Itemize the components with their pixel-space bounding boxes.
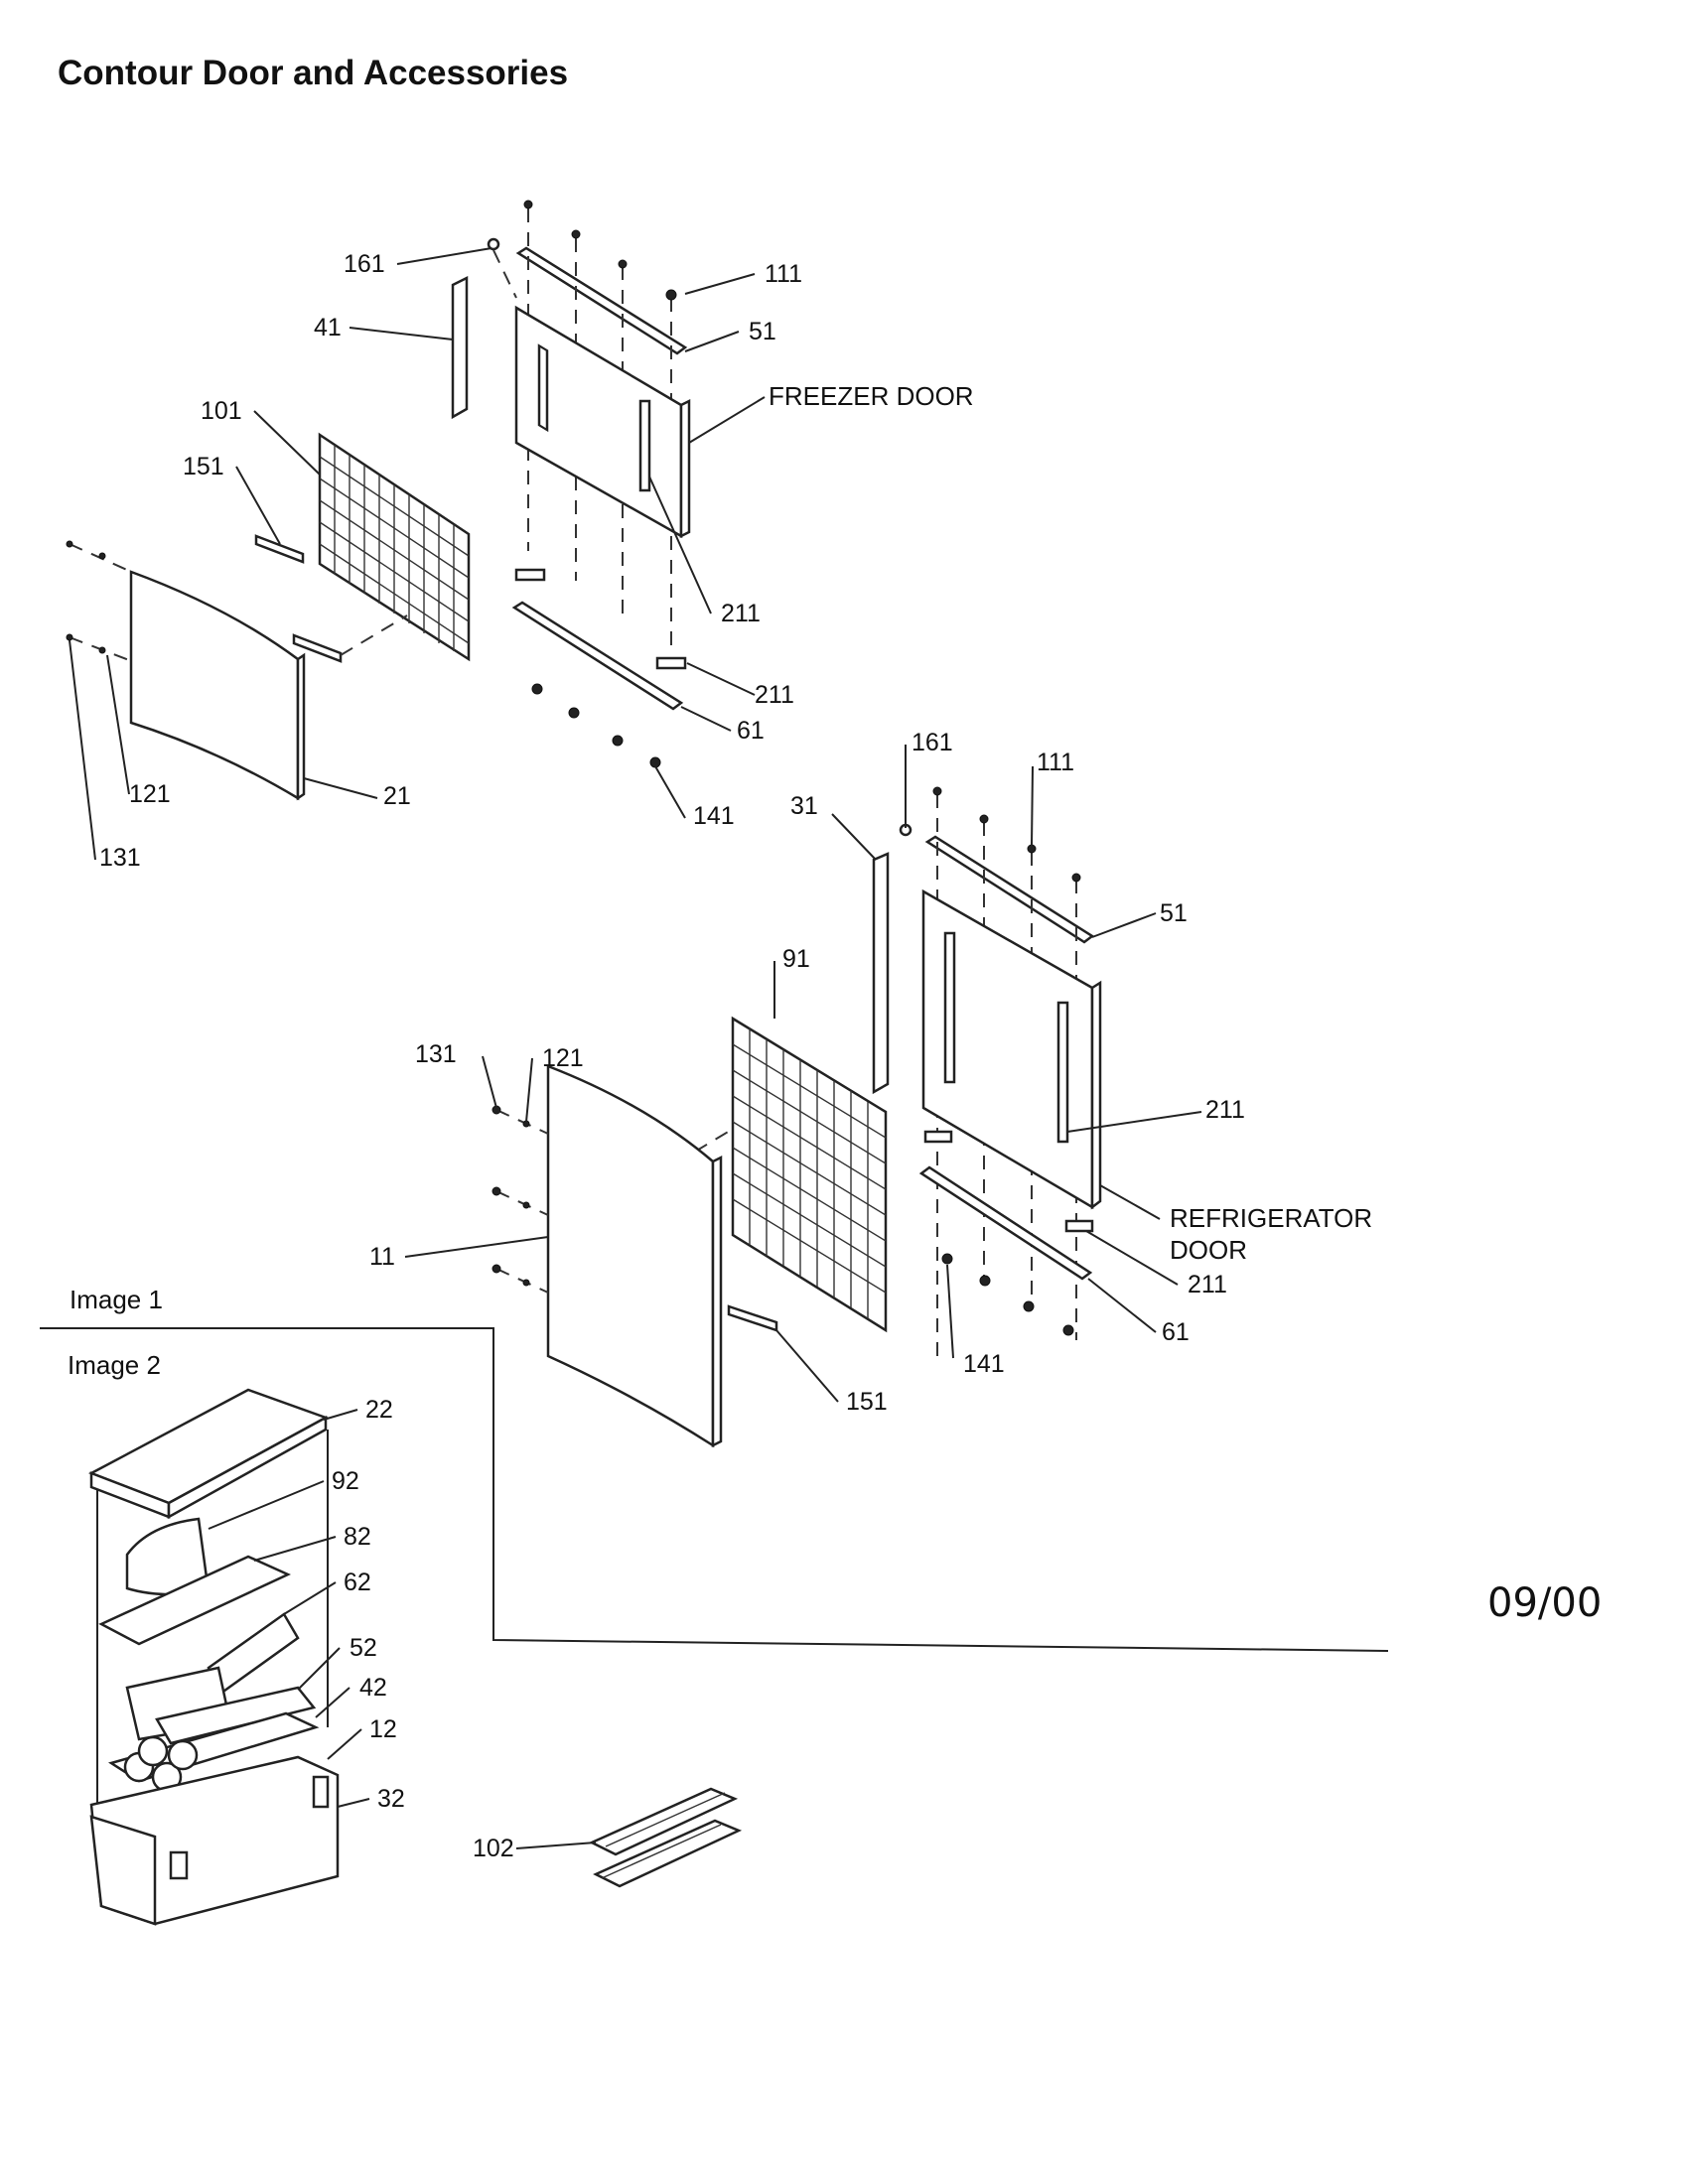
callout-211: 211 [755, 681, 794, 709]
date-code: 09/00 [1487, 1580, 1603, 1626]
callout-102: 102 [473, 1835, 514, 1862]
callout-151: 151 [183, 453, 224, 480]
callout-92: 92 [332, 1467, 359, 1495]
bin-divider [155, 1686, 317, 1745]
freezer-door-assembly [66, 200, 691, 861]
refrigerator-shelf-grid [731, 1016, 888, 1333]
callout-32: 32 [377, 1785, 405, 1813]
refrigerator-door-label-line1: REFRIGERATOR [1170, 1203, 1372, 1233]
ice-trays-102 [589, 1787, 743, 1888]
callout-101: 101 [201, 397, 242, 425]
refrigerator-bottom-cap [918, 1165, 1093, 1281]
callout-61: 61 [1162, 1318, 1190, 1346]
ice-tray [98, 1555, 292, 1646]
callout-62: 62 [344, 1569, 371, 1596]
callout-91: 91 [782, 945, 810, 973]
callout-51: 51 [1160, 899, 1188, 927]
freezer-bottom-cap [511, 601, 684, 711]
callout-121: 121 [542, 1044, 584, 1072]
callout-151: 151 [846, 1388, 888, 1416]
freezer-handle-trim [451, 275, 469, 420]
refrigerator-door-label-line2: DOOR [1170, 1235, 1247, 1265]
callout-31: 31 [790, 792, 818, 820]
callout-211: 211 [1205, 1096, 1245, 1124]
callout-51: 51 [749, 318, 776, 345]
refrigerator-handle-trim [872, 852, 890, 1095]
image1-label: Image 1 [70, 1285, 163, 1314]
freezer-door-label: FREEZER DOOR [769, 381, 974, 411]
image2-label: Image 2 [68, 1350, 161, 1380]
page-title: Contour Door and Accessories [58, 54, 569, 92]
callout-141: 141 [963, 1350, 1005, 1378]
refrigerator-door-assembly [491, 786, 1102, 1448]
callout-41: 41 [314, 314, 342, 341]
callout-161: 161 [912, 729, 953, 756]
callout-131: 131 [415, 1040, 457, 1068]
section-divider [40, 1327, 1389, 1652]
callout-82: 82 [344, 1523, 371, 1551]
refrigerator-contour-door [546, 1064, 715, 1448]
freezer-top-cap [515, 246, 688, 355]
callout-11: 11 [369, 1243, 395, 1271]
freezer-shelf-grid [318, 432, 471, 662]
callout-52: 52 [350, 1634, 377, 1662]
callout-211: 211 [721, 600, 761, 627]
callout-121: 121 [129, 780, 171, 808]
accessory-stack [87, 1388, 743, 1926]
callout-22: 22 [365, 1396, 393, 1424]
callout-161: 161 [344, 250, 385, 278]
callout-21: 21 [383, 782, 411, 810]
freezer-contour-door [129, 570, 300, 801]
callout-131: 131 [99, 844, 141, 872]
freezer-door-side [679, 398, 691, 539]
callout-12: 12 [369, 1715, 397, 1743]
callout-211: 211 [1188, 1271, 1227, 1298]
callout-61: 61 [737, 717, 765, 745]
callout-141: 141 [693, 802, 735, 830]
callout-111: 111 [1037, 749, 1074, 776]
callout-111: 111 [765, 260, 802, 288]
leader-lines [106, 247, 1202, 1849]
callout-42: 42 [359, 1674, 387, 1702]
